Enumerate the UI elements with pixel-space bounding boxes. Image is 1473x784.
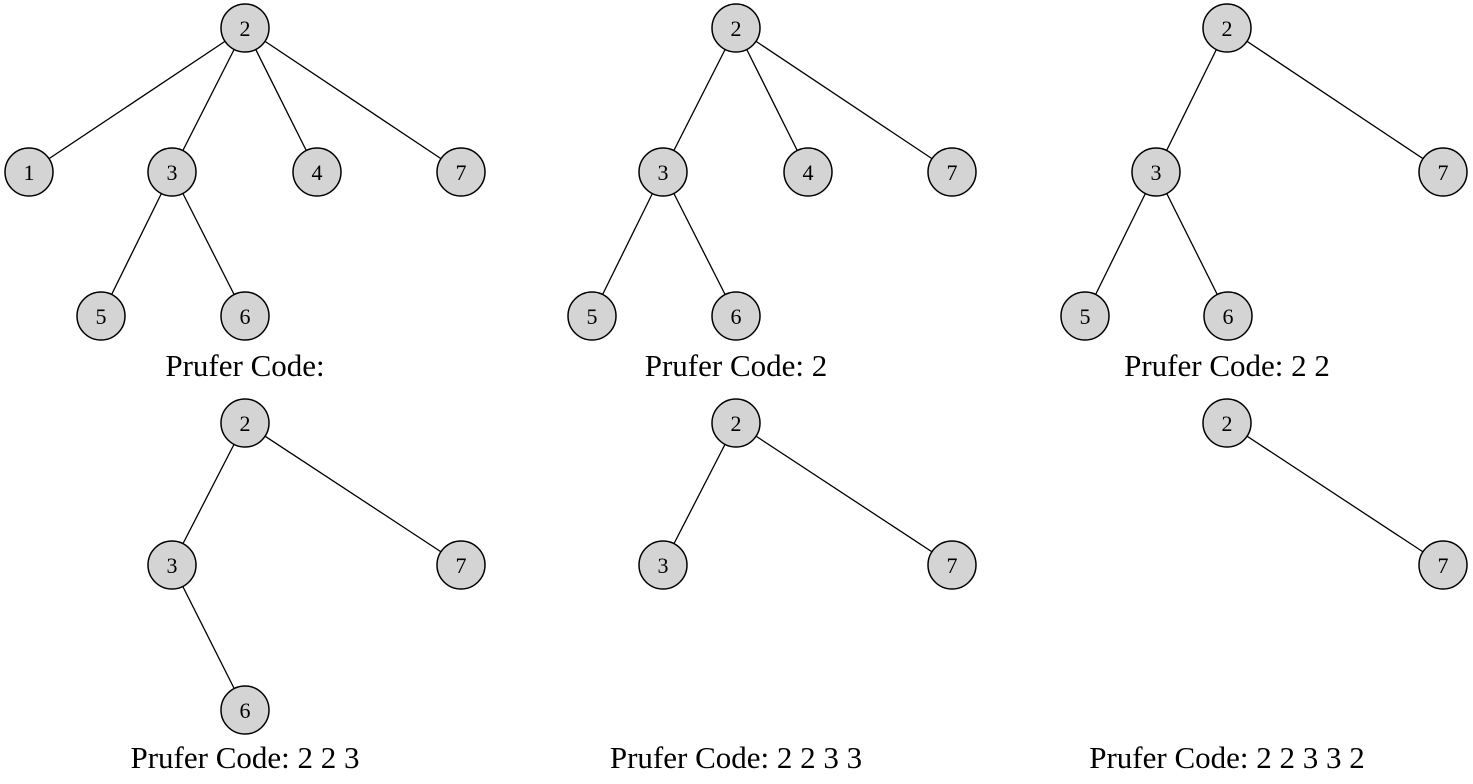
tree-node [4, 147, 54, 197]
tree-node [76, 291, 126, 341]
tree-edge [662, 27, 737, 173]
node-label: 2 [240, 16, 251, 41]
tree-edge [735, 422, 953, 566]
node-label: 3 [167, 160, 178, 185]
node-label: 5 [587, 304, 598, 329]
node-label: 6 [1223, 304, 1234, 329]
prufer-code-caption: Prufer Code: 2 2 3 3 2 [1089, 740, 1365, 775]
node-label: 6 [240, 304, 251, 329]
tree-node [147, 147, 197, 197]
tree-node [436, 540, 486, 590]
node-label: 7 [1438, 160, 1449, 185]
tree-edge [1226, 27, 1444, 173]
tree-edge [662, 171, 737, 317]
tree-edge [244, 27, 318, 173]
prufer-code-caption: Prufer Code: [165, 348, 324, 383]
tree-edge [735, 27, 809, 173]
node-label: 4 [312, 160, 323, 185]
tree-node [1202, 3, 1252, 53]
tree-node [927, 540, 977, 590]
prufer-code-caption: Prufer Code: 2 2 3 3 [610, 740, 862, 775]
tree-node [711, 3, 761, 53]
tree-node [1202, 398, 1252, 448]
tree-node [711, 291, 761, 341]
tree-node [567, 291, 617, 341]
node-label: 3 [167, 553, 178, 578]
node-label: 5 [1080, 304, 1091, 329]
node-label: 2 [1222, 16, 1233, 41]
tree-edge [591, 171, 664, 317]
tree-edge [244, 27, 462, 173]
tree-edge [28, 27, 246, 173]
node-label: 7 [1438, 553, 1449, 578]
tree-node [638, 540, 688, 590]
node-label: 1 [24, 160, 35, 185]
tree-edge [100, 171, 173, 317]
prufer-code-caption: Prufer Code: 2 2 3 [130, 740, 359, 775]
prufer-code-caption: Prufer Code: 2 [645, 348, 828, 383]
node-label: 6 [731, 304, 742, 329]
tree-node [292, 147, 342, 197]
tree-node [436, 147, 486, 197]
node-label: 3 [658, 160, 669, 185]
tree-edge [1155, 171, 1229, 317]
node-label: 7 [947, 553, 958, 578]
prufer-code-caption: Prufer Code: 2 2 [1124, 348, 1330, 383]
tree-edge [171, 171, 246, 317]
tree-node [638, 147, 688, 197]
tree-node [1418, 147, 1468, 197]
node-label: 7 [456, 160, 467, 185]
tree-edge [171, 422, 246, 566]
node-label: 4 [803, 160, 814, 185]
node-label: 7 [456, 553, 467, 578]
node-label: 2 [731, 16, 742, 41]
tree-node [783, 147, 833, 197]
node-label: 2 [731, 411, 742, 436]
node-label: 7 [947, 160, 958, 185]
tree-edge [171, 27, 246, 173]
tree-edge [735, 27, 953, 173]
tree-node [1203, 291, 1253, 341]
tree-node [220, 3, 270, 53]
tree-node [1418, 540, 1468, 590]
tree-edge [662, 422, 737, 566]
tree-edge [1226, 422, 1444, 566]
tree-edge [1084, 171, 1157, 317]
tree-node [147, 540, 197, 590]
tree-node [927, 147, 977, 197]
tree-node [220, 398, 270, 448]
tree-edge [244, 422, 462, 566]
node-label: 5 [96, 304, 107, 329]
tree-node [220, 685, 270, 735]
tree-node [220, 291, 270, 341]
tree-node [1060, 291, 1110, 341]
tree-node [1131, 147, 1181, 197]
node-label: 6 [240, 698, 251, 723]
node-label: 3 [658, 553, 669, 578]
node-label: 3 [1151, 160, 1162, 185]
node-label: 2 [1222, 411, 1233, 436]
tree-edge [1155, 27, 1228, 173]
tree-node [711, 398, 761, 448]
tree-edge [171, 564, 246, 711]
node-label: 2 [240, 411, 251, 436]
